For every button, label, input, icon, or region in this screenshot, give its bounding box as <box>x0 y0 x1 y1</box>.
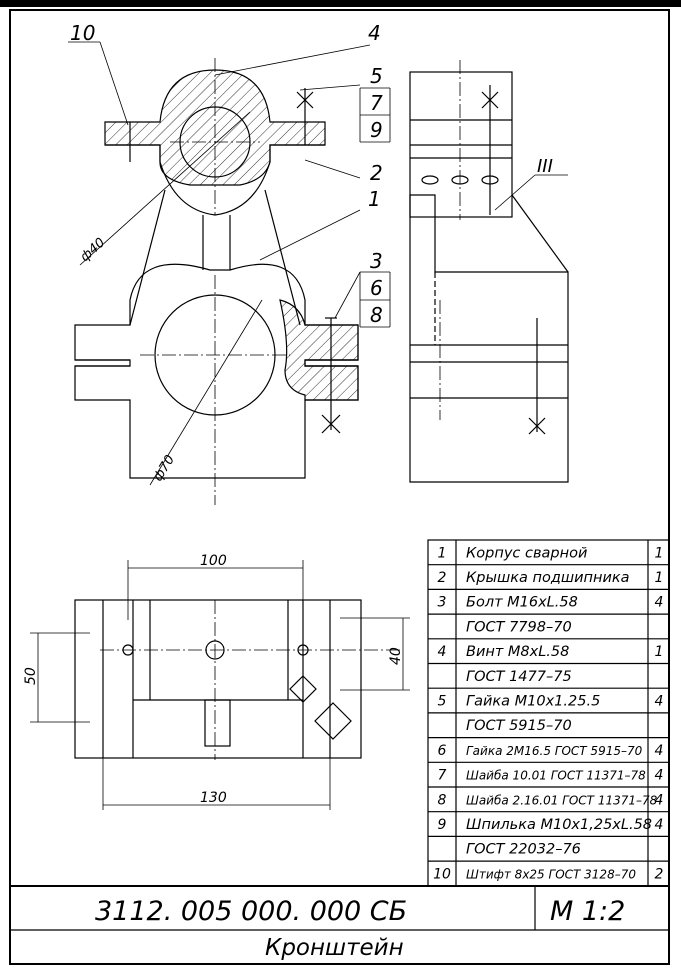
drawing-scale: М 1:2 <box>550 896 625 927</box>
parts-list-rows: 1 Корпус сварной 1 2 Крышка подшипника 1 3 Болт… <box>428 545 669 882</box>
parts-name: Корпус сварной <box>466 545 587 561</box>
front-view: ф40 ф70 10 4 5 7 9 2 1 3 6 8 <box>68 21 391 505</box>
dim-130: 130 <box>200 790 227 806</box>
parts-name: Шайба 2.16.01 ГОСТ 11371–78 <box>466 793 658 807</box>
parts-num: 2 <box>438 570 447 586</box>
parts-qty: 4 <box>655 768 664 784</box>
parts-name: ГОСТ 7798–70 <box>466 619 572 635</box>
parts-name: Гайка 2М16.5 ГОСТ 5915–70 <box>466 744 643 758</box>
parts-num: 6 <box>438 743 447 759</box>
top-view: 100 130 50 40 <box>23 553 410 810</box>
title-block: 3112. 005 000. 000 СБ М 1:2 Кронштейн <box>10 885 669 961</box>
side-view: III <box>409 60 569 483</box>
parts-num: 10 <box>433 866 451 882</box>
parts-qty: 4 <box>655 595 664 611</box>
parts-qty: 1 <box>655 545 664 561</box>
parts-name: ГОСТ 1477–75 <box>466 669 572 685</box>
parts-qty: 4 <box>655 792 664 808</box>
parts-name: ГОСТ 22032–76 <box>466 842 581 858</box>
parts-num: 4 <box>438 644 447 660</box>
callout-9: 9 <box>370 118 383 142</box>
parts-num: 7 <box>438 768 447 784</box>
drawing-frame <box>9 9 670 965</box>
callout-1: 1 <box>368 187 381 211</box>
parts-name: Штифт 8х25 ГОСТ 3128–70 <box>466 867 636 881</box>
callout-10: 10 <box>70 21 95 45</box>
parts-qty: 4 <box>655 693 664 709</box>
callout-6: 6 <box>370 276 383 300</box>
callout-7: 7 <box>370 91 383 115</box>
parts-num: 1 <box>438 545 447 561</box>
parts-name: ГОСТ 5915–70 <box>466 718 572 734</box>
parts-num: 9 <box>438 817 447 833</box>
parts-num: 3 <box>438 595 447 611</box>
section-label: III <box>537 156 553 177</box>
parts-num: 5 <box>438 693 447 709</box>
dim-50: 50 <box>23 667 39 685</box>
dim-d70: ф70 <box>151 453 178 484</box>
parts-qty: 2 <box>655 866 664 882</box>
callout-4: 4 <box>368 21 381 45</box>
callout-3: 3 <box>370 249 383 273</box>
parts-name: Гайка М10х1.25.5 <box>466 693 600 709</box>
callout-5: 5 <box>370 64 383 88</box>
parts-name: Шпилька М10х1,25хL.58 <box>466 817 652 833</box>
top-border-bar <box>0 0 681 7</box>
parts-name: Винт М8хL.58 <box>466 644 569 660</box>
drawing-name: Кронштейн <box>265 935 404 961</box>
parts-qty: 4 <box>655 817 664 833</box>
parts-qty: 4 <box>655 743 664 759</box>
parts-name: Болт М16хL.58 <box>466 595 578 611</box>
parts-qty: 1 <box>655 644 664 660</box>
parts-num: 8 <box>438 792 447 808</box>
dim-40: 40 <box>388 647 404 665</box>
dim-100: 100 <box>200 553 227 569</box>
callout-2: 2 <box>370 161 383 185</box>
dim-d40: ф40 <box>78 235 109 265</box>
callout-8: 8 <box>370 303 383 327</box>
parts-name: Шайба 10.01 ГОСТ 11371–78 <box>466 769 646 783</box>
parts-qty: 1 <box>655 570 664 586</box>
parts-name: Крышка подшипника <box>466 570 630 586</box>
drawing-designation: 3112. 005 000. 000 СБ <box>95 896 407 927</box>
